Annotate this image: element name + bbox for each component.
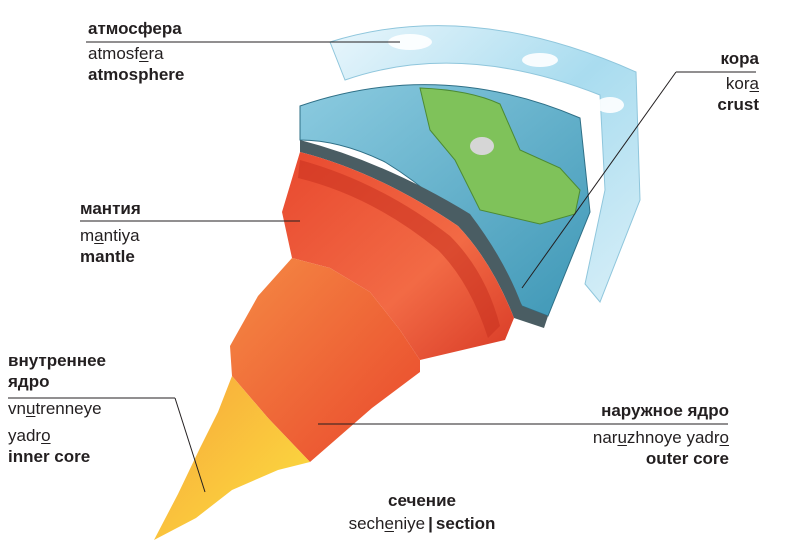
section-en: section	[436, 514, 496, 533]
crust-ru: кора	[717, 48, 759, 69]
atmosphere-ru: атмосфера	[88, 18, 184, 39]
crust-en: crust	[717, 94, 759, 115]
cloud-2	[522, 53, 558, 67]
mantle-ru: мантия	[80, 198, 141, 219]
volcano-smoke	[470, 137, 494, 155]
inner-core-ru-line1: внутреннее	[8, 350, 106, 371]
section-translit: secheniye|section	[312, 513, 532, 534]
mantle-translit: mantiya	[80, 225, 141, 246]
inner-core-ru-line2: ядро	[8, 371, 106, 392]
inner-core-translit-2: yadro	[8, 425, 106, 446]
label-inner-core: внутреннее ядро vnutrenneye yadro inner …	[8, 350, 106, 467]
crust-translit: kora	[717, 73, 759, 94]
atmosphere-en: atmosphere	[88, 64, 184, 85]
inner-core-translit-1: vnutrenneye	[8, 398, 106, 419]
cloud-3	[596, 97, 624, 113]
label-atmosphere: атмосфера atmosfera atmosphere	[88, 18, 184, 85]
atmosphere-translit: atmosfera	[88, 43, 184, 64]
inner-core-en: inner core	[8, 446, 106, 467]
label-crust: кора kora crust	[717, 48, 759, 115]
label-mantle: мантия mantiya mantle	[80, 198, 141, 267]
outer-core-translit: naruzhnoye yadro	[593, 427, 729, 448]
label-outer-core: наружное ядро naruzhnoye yadro outer cor…	[593, 400, 729, 469]
outer-core-en: outer core	[593, 448, 729, 469]
section-separator: |	[428, 514, 433, 533]
label-section: сечение secheniye|section	[312, 490, 532, 534]
mantle-en: mantle	[80, 246, 141, 267]
section-ru: сечение	[312, 490, 532, 511]
outer-core-ru: наружное ядро	[593, 400, 729, 421]
